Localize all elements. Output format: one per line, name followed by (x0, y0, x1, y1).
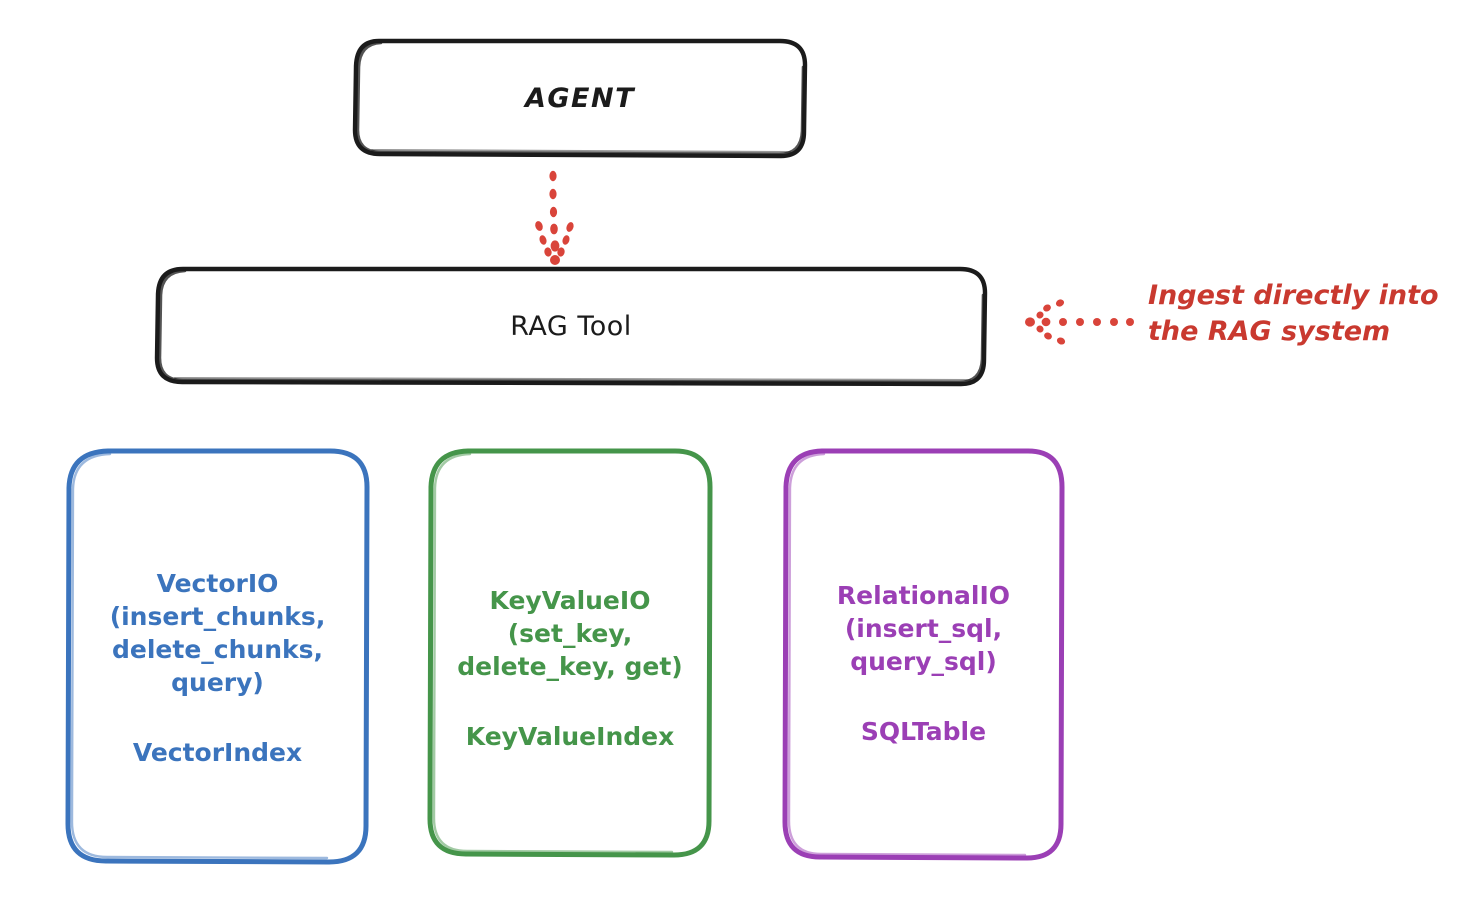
rag-tool-label: RAG Tool (510, 310, 632, 342)
key-value-io-body: KeyValueIO (set_key, delete_key, get) Ke… (430, 584, 710, 754)
relational-io-api-label: RelationalIO (insert_sql, query_sql) (836, 581, 1011, 677)
agent-label: AGENT (524, 82, 635, 114)
ingest-annotation-text: Ingest directly into the RAG system (1148, 280, 1439, 348)
key-value-io-index-label: KeyValueIndex (465, 721, 675, 751)
vector-io-api-label: VectorIO (insert_chunks, delete_chunks, … (109, 568, 326, 697)
relational-io-node[interactable]: RelationalIO (insert_sql, query_sql) SQL… (785, 450, 1062, 858)
key-value-io-node[interactable]: KeyValueIO (set_key, delete_key, get) Ke… (430, 450, 710, 855)
vector-io-node[interactable]: VectorIO (insert_chunks, delete_chunks, … (68, 450, 367, 862)
relational-io-body: RelationalIO (insert_sql, query_sql) SQL… (785, 579, 1062, 749)
agent-box-outline (352, 38, 808, 159)
key-value-io-box-outline (427, 448, 713, 858)
vector-io-box-outline (65, 448, 370, 865)
agent-node[interactable]: AGENT (355, 40, 805, 156)
rag-tool-node[interactable]: RAG Tool (157, 268, 985, 384)
relational-io-index-label: SQLTable (860, 717, 987, 747)
rag-tool-box-outline (154, 266, 988, 387)
relational-io-box-outline (782, 448, 1065, 861)
vector-io-body: VectorIO (insert_chunks, delete_chunks, … (68, 567, 367, 770)
dotted-arrow-down-icon (535, 170, 574, 265)
dotted-arrow-left-icon (1025, 299, 1134, 345)
key-value-io-api-label: KeyValueIO (set_key, delete_key, get) (457, 585, 683, 681)
vector-io-index-label: VectorIndex (132, 737, 303, 767)
